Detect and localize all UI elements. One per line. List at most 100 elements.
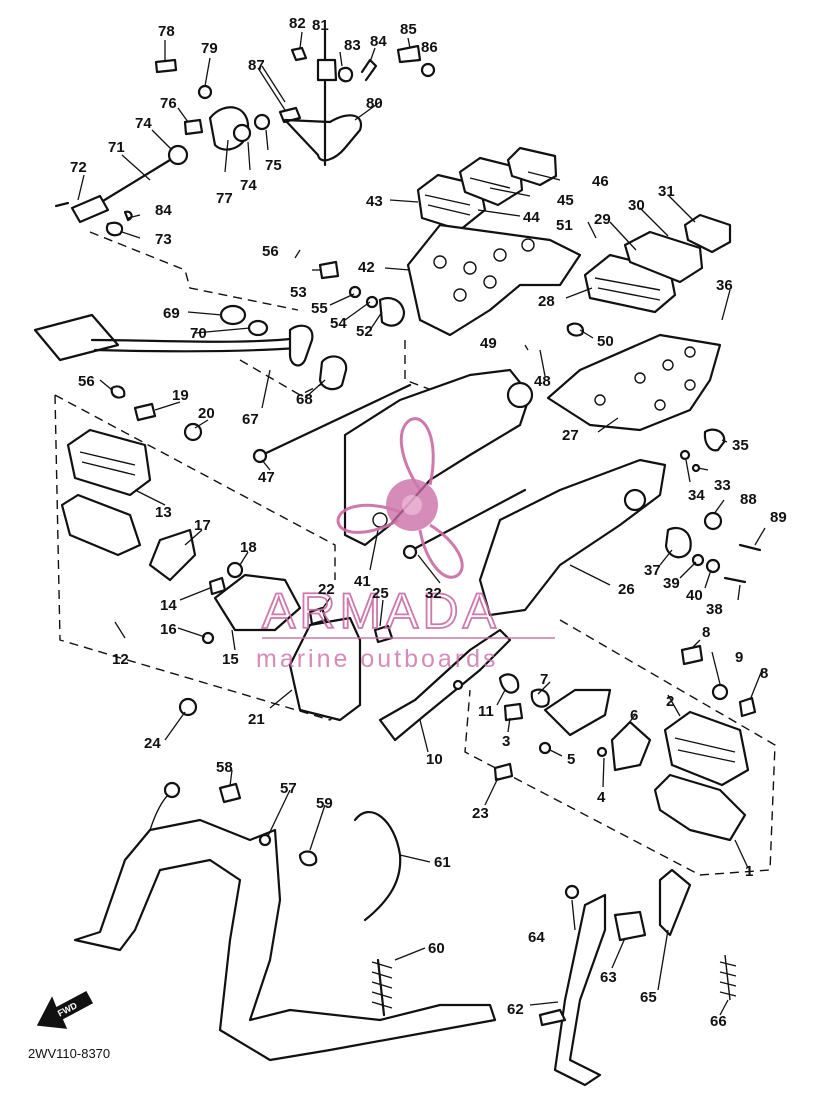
callout-88: 88 (740, 491, 757, 508)
callout-48: 48 (534, 373, 551, 390)
callout-79: 79 (201, 40, 218, 57)
callout-22: 22 (318, 581, 335, 598)
callout-87: 87 (248, 57, 265, 74)
callout-84: 84 (370, 33, 387, 50)
callout-72: 72 (70, 159, 87, 176)
callout-20: 20 (198, 405, 215, 422)
callout-49: 49 (480, 335, 497, 352)
callout-82: 82 (289, 15, 306, 32)
callout-37: 37 (644, 562, 661, 579)
callout-3: 3 (502, 733, 510, 750)
callout-58: 58 (216, 759, 233, 776)
right-small-parts (566, 322, 762, 584)
callout-19: 19 (172, 387, 189, 404)
callout-57: 57 (280, 780, 297, 797)
callout-66: 66 (710, 1013, 727, 1030)
callout-73: 73 (155, 231, 172, 248)
callout-50: 50 (597, 333, 614, 350)
diagram-code: 2WV110-8370 (28, 1046, 110, 1061)
callout-74-a: 74 (135, 115, 152, 132)
callout-54: 54 (330, 315, 347, 332)
callout-10: 10 (426, 751, 443, 768)
callout-68: 68 (296, 391, 313, 408)
callout-18: 18 (240, 539, 257, 556)
callout-76: 76 (160, 95, 177, 112)
callout-5: 5 (567, 751, 575, 768)
callout-16: 16 (160, 621, 177, 638)
brake-switch-assembly (278, 28, 436, 167)
shift-and-right-footrest (378, 628, 757, 842)
callout-84-b: 84 (155, 202, 172, 219)
footrest-brackets (406, 223, 722, 432)
watermark-brand: ARMADA (262, 583, 500, 639)
callout-86: 86 (421, 39, 438, 56)
callout-33: 33 (714, 477, 731, 494)
callout-61: 61 (434, 854, 451, 871)
callout-55: 55 (311, 300, 328, 317)
armada-watermark: ARMADA marine outboards (256, 417, 555, 673)
callout-17: 17 (194, 517, 211, 534)
callout-62: 62 (507, 1001, 524, 1018)
callout-30: 30 (628, 197, 645, 214)
callout-7: 7 (540, 671, 548, 688)
callout-27: 27 (562, 427, 579, 444)
callout-67: 67 (242, 411, 259, 428)
callout-24: 24 (144, 735, 161, 752)
footrest-rubbers (416, 146, 732, 314)
callout-64: 64 (528, 929, 545, 946)
callout-53: 53 (290, 284, 307, 301)
center-stand (73, 781, 497, 1062)
brake-rod-assembly (54, 58, 271, 237)
callout-60: 60 (428, 940, 445, 957)
callout-56-b: 56 (78, 373, 95, 390)
callout-23: 23 (472, 805, 489, 822)
callout-2: 2 (666, 693, 674, 710)
callout-63: 63 (600, 969, 617, 986)
callout-89: 89 (770, 509, 787, 526)
callout-8-a: 8 (702, 624, 710, 641)
callout-47: 47 (258, 469, 275, 486)
callout-11: 11 (478, 703, 494, 720)
callout-1: 1 (745, 863, 753, 880)
forward-arrow-icon: FWD (36, 990, 94, 1029)
brake-pedal (33, 304, 348, 391)
callout-34: 34 (688, 487, 705, 504)
callout-45: 45 (557, 192, 574, 209)
callout-12: 12 (112, 651, 129, 668)
callout-4: 4 (597, 789, 606, 806)
callout-21: 21 (248, 711, 265, 728)
callout-51: 51 (556, 217, 573, 234)
callout-32: 32 (425, 585, 442, 602)
callout-9: 9 (735, 649, 743, 666)
callout-71: 71 (108, 139, 125, 156)
callout-14: 14 (160, 597, 177, 614)
callout-69: 69 (163, 305, 180, 322)
left-footrest (60, 385, 394, 722)
callout-52: 52 (356, 323, 373, 340)
callout-75: 75 (265, 157, 282, 174)
callout-36: 36 (716, 277, 733, 294)
side-stand (538, 868, 737, 1087)
callout-8-b: 8 (760, 665, 768, 682)
callout-41: 41 (354, 573, 371, 590)
leader-lines (77, 31, 766, 1016)
callout-46: 46 (592, 173, 609, 190)
callout-25: 25 (372, 585, 389, 602)
callout-43: 43 (366, 193, 383, 210)
callout-35: 35 (732, 437, 749, 454)
callout-44: 44 (523, 209, 540, 226)
callout-77: 77 (216, 190, 233, 207)
callout-40: 40 (686, 587, 703, 604)
callout-6: 6 (630, 707, 638, 724)
callout-28: 28 (538, 293, 555, 310)
callout-65: 65 (640, 989, 657, 1006)
callout-29: 29 (594, 211, 611, 228)
callout-42: 42 (358, 259, 375, 276)
callout-26: 26 (618, 581, 635, 598)
callout-38: 38 (706, 601, 723, 618)
callout-15: 15 (222, 651, 239, 668)
callout-80: 80 (366, 95, 383, 112)
callout-85: 85 (400, 21, 417, 38)
callout-83: 83 (344, 37, 361, 54)
